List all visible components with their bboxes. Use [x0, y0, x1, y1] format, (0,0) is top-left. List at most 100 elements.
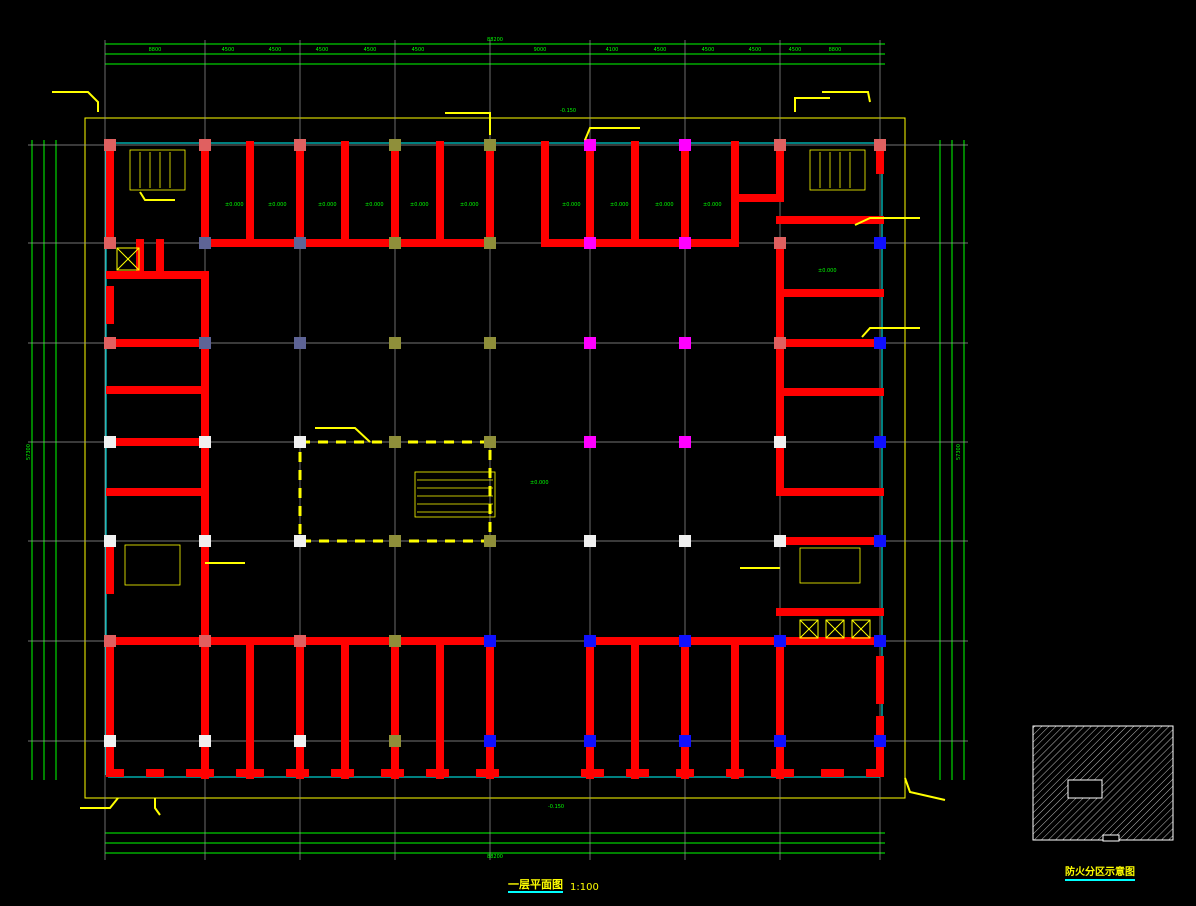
structural-column — [584, 237, 596, 249]
structural-column — [104, 535, 116, 547]
bay-dim: 4500 — [702, 47, 715, 53]
structural-column — [874, 436, 886, 448]
structural-column — [874, 735, 886, 747]
structural-column — [104, 735, 116, 747]
structural-column — [294, 237, 306, 249]
structural-column — [874, 139, 886, 151]
bay-dim: 4100 — [606, 47, 619, 53]
bay-dim: 8800 — [149, 47, 162, 53]
structural-column — [679, 436, 691, 448]
structural-column — [104, 337, 116, 349]
structural-column — [774, 139, 786, 151]
room-level-label: ±0.000 — [410, 202, 429, 208]
structural-column — [294, 735, 306, 747]
structural-column — [294, 139, 306, 151]
bay-dim: 4500 — [316, 47, 329, 53]
structural-column — [294, 635, 306, 647]
room-level-label: ±0.000 — [655, 202, 674, 208]
structural-column — [389, 735, 401, 747]
structural-column — [104, 436, 116, 448]
structural-column — [389, 436, 401, 448]
structural-column — [584, 535, 596, 547]
structural-column — [484, 337, 496, 349]
structural-column — [774, 436, 786, 448]
fire-zone-diagram — [1032, 725, 1174, 842]
structural-column — [199, 139, 211, 151]
dimension-texts: 88200 88200 8800 4500 4500 4500 4500 450… — [149, 37, 842, 860]
structural-column — [389, 535, 401, 547]
structural-column — [484, 635, 496, 647]
structural-column — [294, 535, 306, 547]
structural-column — [199, 237, 211, 249]
axis-grid — [28, 40, 968, 860]
drawing-scale: 1:100 — [570, 882, 599, 893]
structural-column — [104, 139, 116, 151]
stairs — [124, 149, 866, 586]
structural-column — [679, 139, 691, 151]
structural-column — [774, 735, 786, 747]
structural-column — [104, 635, 116, 647]
structural-column — [484, 139, 496, 151]
room-level-label: ±0.000 — [460, 202, 479, 208]
structural-column — [389, 635, 401, 647]
structural-column — [679, 337, 691, 349]
walls — [106, 141, 884, 779]
room-level-label: ±0.000 — [818, 268, 837, 274]
bay-dim: 4500 — [412, 47, 425, 53]
fire-zone-title: 防火分区示意图 — [1065, 866, 1135, 881]
room-level-label: ±0.000 — [610, 202, 629, 208]
structural-column — [484, 436, 496, 448]
structural-column — [389, 237, 401, 249]
bay-dim: 4500 — [749, 47, 762, 53]
structural-column — [874, 535, 886, 547]
structural-column — [199, 535, 211, 547]
structural-column — [389, 139, 401, 151]
structural-column — [679, 535, 691, 547]
dimension-lines — [31, 43, 965, 854]
structural-column — [199, 337, 211, 349]
structural-column — [874, 635, 886, 647]
drawing-title: 一层平面图 — [508, 878, 563, 893]
site-boundary — [84, 117, 906, 799]
structural-column — [874, 337, 886, 349]
structural-column — [774, 237, 786, 249]
bay-dim: 4500 — [364, 47, 377, 53]
room-level-label: ±0.000 — [225, 202, 244, 208]
room-level-label: ±0.000 — [365, 202, 384, 208]
total-height-dim: 57300 — [956, 444, 962, 460]
bay-dim: 4500 — [222, 47, 235, 53]
structural-column — [484, 237, 496, 249]
structural-column — [584, 735, 596, 747]
room-labels: ±0.000 ±0.000 ±0.000 ±0.000 ±0.000 ±0.00… — [225, 108, 837, 810]
bay-dim: 9000 — [534, 47, 547, 53]
leader-lines — [52, 91, 946, 816]
room-level-label: ±0.000 — [318, 202, 337, 208]
elevators — [116, 247, 871, 639]
structural-column — [584, 139, 596, 151]
structural-column — [774, 535, 786, 547]
structural-column — [104, 237, 116, 249]
structural-column — [484, 735, 496, 747]
room-level-label: ±0.000 — [562, 202, 581, 208]
structural-column — [484, 535, 496, 547]
room-level-label: ±0.000 — [703, 202, 722, 208]
structural-column — [294, 337, 306, 349]
atrium-level-label: ±0.000 — [530, 480, 549, 486]
total-width-dim: 88200 — [487, 37, 503, 43]
structural-column — [199, 635, 211, 647]
structural-column — [679, 635, 691, 647]
structural-column — [389, 337, 401, 349]
bay-dim: 4500 — [789, 47, 802, 53]
structural-column — [199, 436, 211, 448]
structural-column — [584, 635, 596, 647]
columns — [104, 139, 886, 747]
structural-column — [584, 337, 596, 349]
entrance-level-label: -0.150 — [548, 804, 564, 810]
room-level-label: ±0.000 — [268, 202, 287, 208]
structural-column — [199, 735, 211, 747]
total-width-dim: 88200 — [487, 854, 503, 860]
structural-column — [774, 337, 786, 349]
total-height-dim: 57300 — [26, 444, 32, 460]
structural-column — [774, 635, 786, 647]
